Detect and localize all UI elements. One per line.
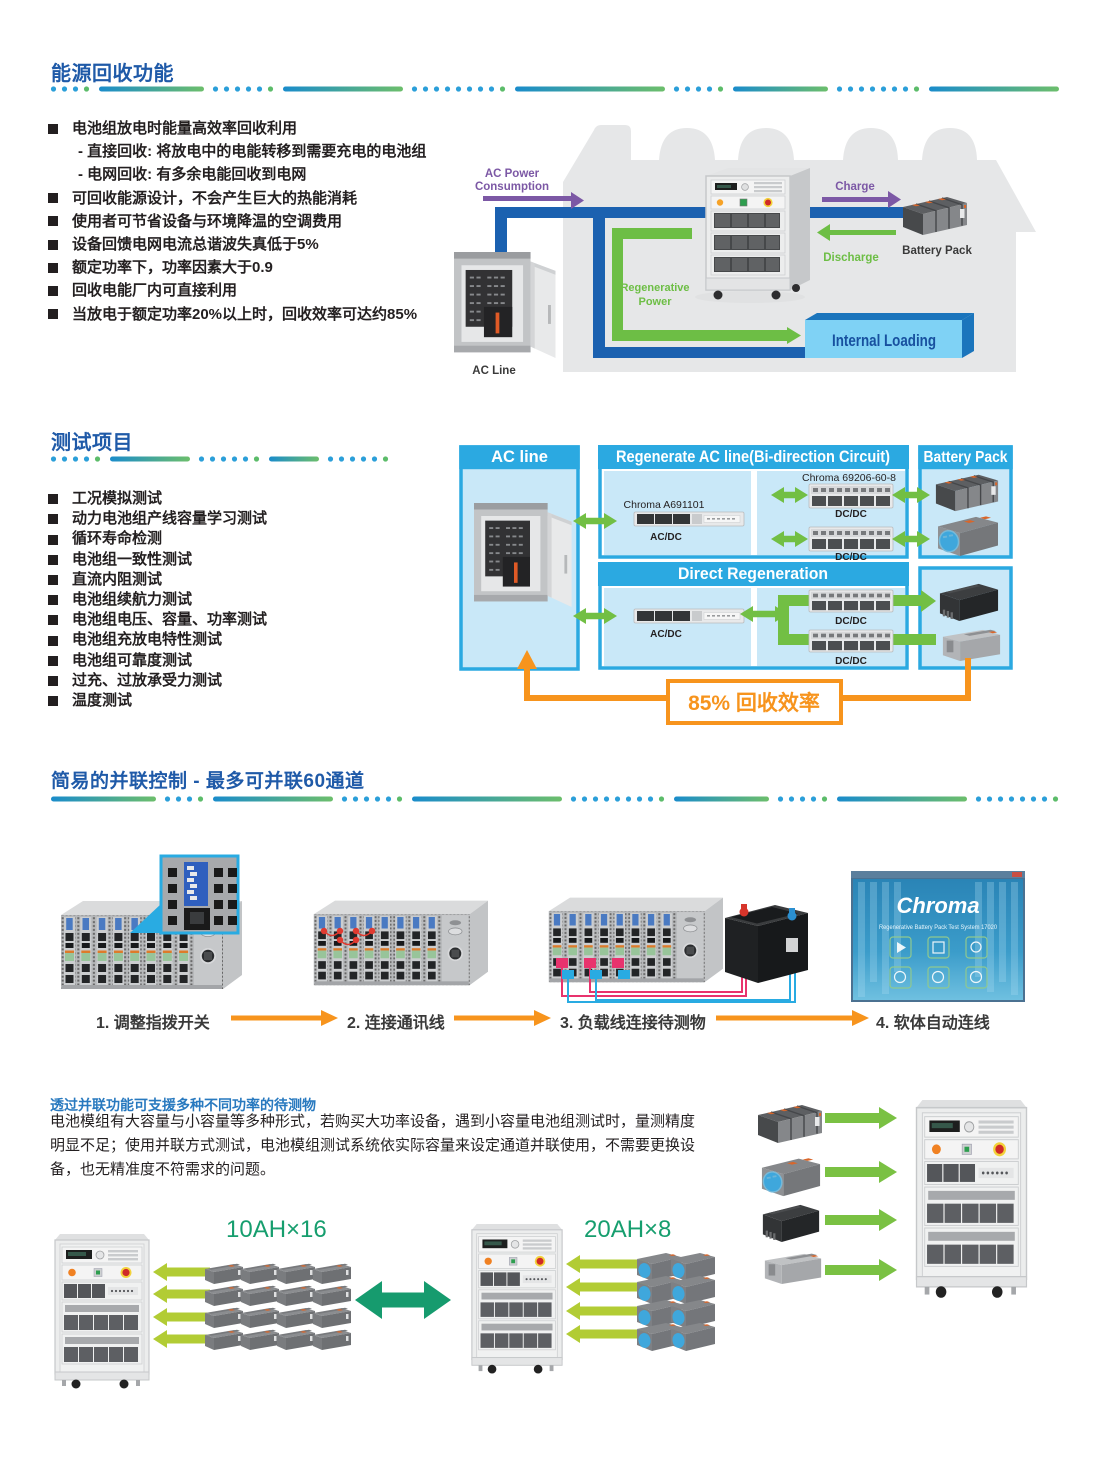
svg-text:AC Line: AC Line: [472, 365, 515, 377]
svg-text:AC/DC: AC/DC: [650, 629, 682, 640]
svg-text:Regenerate AC line(Bi-directio: Regenerate AC line(Bi-direction Circuit): [616, 448, 890, 466]
svg-text:Battery Pack: Battery Pack: [924, 449, 1008, 466]
svg-text:DC/DC: DC/DC: [835, 656, 867, 667]
svg-text:DC/DC: DC/DC: [835, 552, 867, 563]
svg-text:Consumption: Consumption: [475, 181, 549, 193]
svg-text:Direct Regeneration: Direct Regeneration: [678, 565, 828, 583]
svg-text:Chroma 69206-60-8: Chroma 69206-60-8: [802, 472, 896, 484]
svg-text:Battery Pack: Battery Pack: [902, 245, 972, 257]
svg-text:AC Power: AC Power: [485, 168, 540, 180]
svg-text:Chroma: Chroma: [896, 893, 979, 918]
svg-text:Internal Loading: Internal Loading: [832, 331, 936, 350]
svg-text:AC/DC: AC/DC: [650, 532, 682, 543]
svg-text:DC/DC: DC/DC: [835, 509, 867, 520]
svg-text:85% 回收效率: 85% 回收效率: [688, 691, 820, 715]
svg-text:Discharge: Discharge: [823, 252, 879, 264]
svg-text:Power: Power: [638, 296, 672, 308]
svg-text:Chroma A691101: Chroma A691101: [624, 499, 705, 511]
svg-text:Regenerative: Regenerative: [620, 282, 689, 294]
svg-text:AC line: AC line: [491, 448, 548, 466]
svg-text:Regenerative Battery Pack Test: Regenerative Battery Pack Test System 17…: [879, 924, 997, 931]
svg-text:Charge: Charge: [835, 181, 875, 193]
svg-text:DC/DC: DC/DC: [835, 616, 867, 627]
